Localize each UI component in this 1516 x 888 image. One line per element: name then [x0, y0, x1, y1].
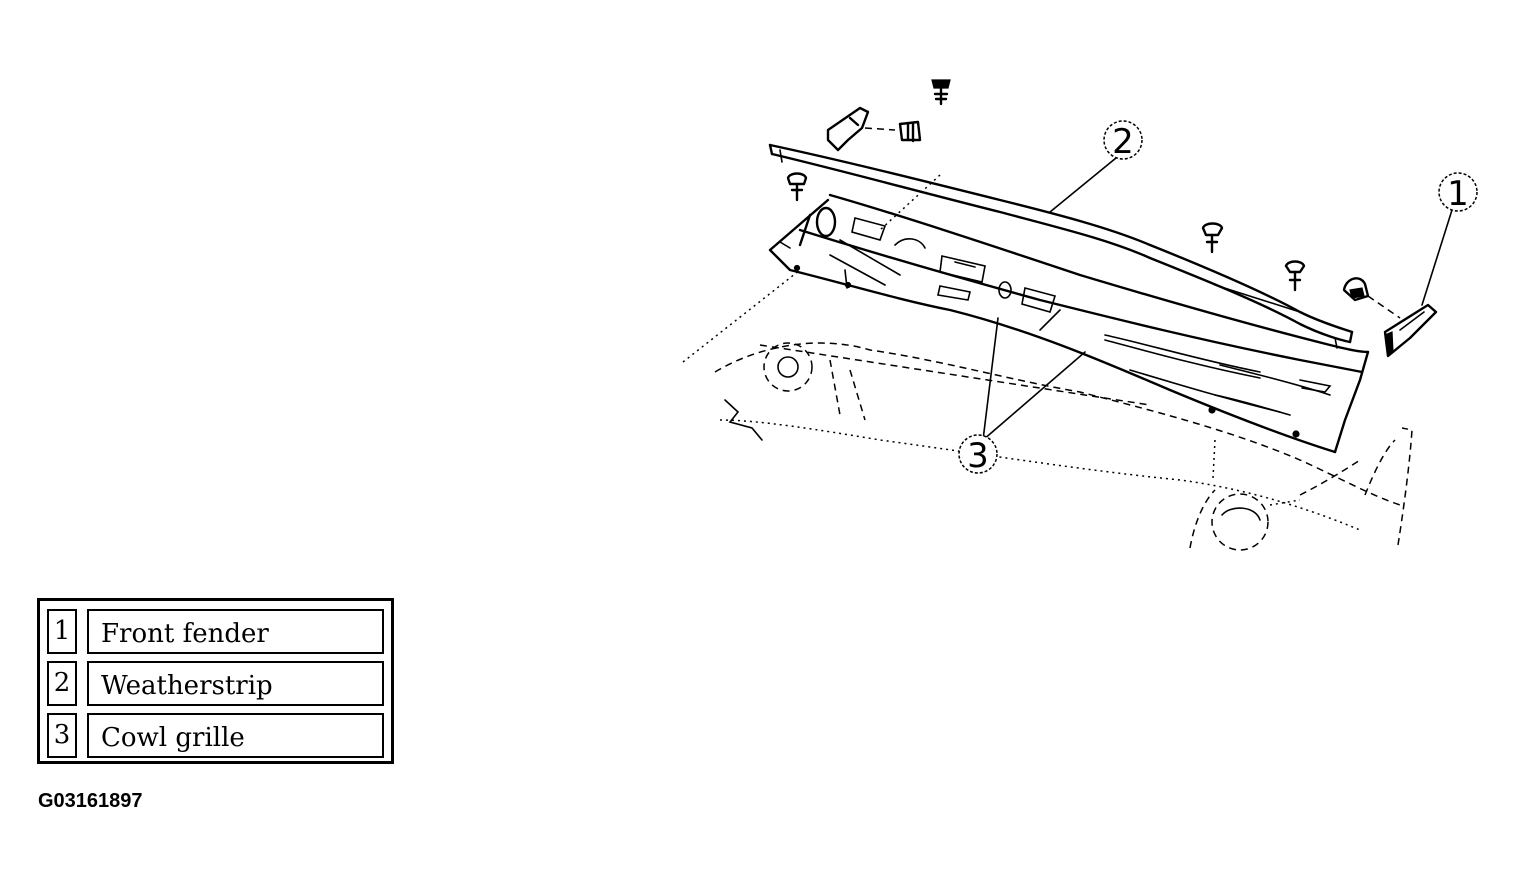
- callout-1: 1: [1438, 172, 1478, 214]
- callout-1-number: 1: [1447, 174, 1469, 214]
- legend-row-label: Front fender: [87, 609, 384, 654]
- legend-row-number: 1: [47, 609, 77, 654]
- legend-row-number: 2: [47, 661, 77, 706]
- clip-right-2: [1284, 260, 1306, 292]
- callout-3-number: 3: [967, 436, 989, 476]
- weatherstrip: [768, 143, 1354, 349]
- cowl-grille: [768, 193, 1370, 454]
- figure-id: G03161897: [38, 790, 143, 812]
- callout-2: 2: [1103, 120, 1143, 162]
- clip-top: [931, 79, 951, 106]
- callout-2-number: 2: [1112, 122, 1134, 162]
- legend-row-label: Weatherstrip: [87, 661, 384, 706]
- clip-fender-nut: [1342, 277, 1401, 319]
- legend-row-number: 3: [47, 713, 77, 758]
- legend-row: 3 Cowl grille: [47, 713, 384, 758]
- vehicle-body-outline: [714, 342, 1413, 551]
- leader-lines: [682, 157, 1453, 441]
- parts-legend-table: 1 Front fender 2 Weatherstrip 3 Cowl gri…: [37, 598, 394, 764]
- front-fender: [1383, 303, 1438, 358]
- clip-right-1: [1201, 222, 1224, 254]
- callout-3: 3: [958, 434, 998, 476]
- clip-bracket: [826, 106, 922, 152]
- fastener-clips: [786, 79, 1401, 319]
- clip-left: [786, 172, 808, 202]
- legend-row: 2 Weatherstrip: [47, 661, 384, 706]
- legend-row-label: Cowl grille: [87, 713, 384, 758]
- legend-row: 1 Front fender: [47, 609, 384, 654]
